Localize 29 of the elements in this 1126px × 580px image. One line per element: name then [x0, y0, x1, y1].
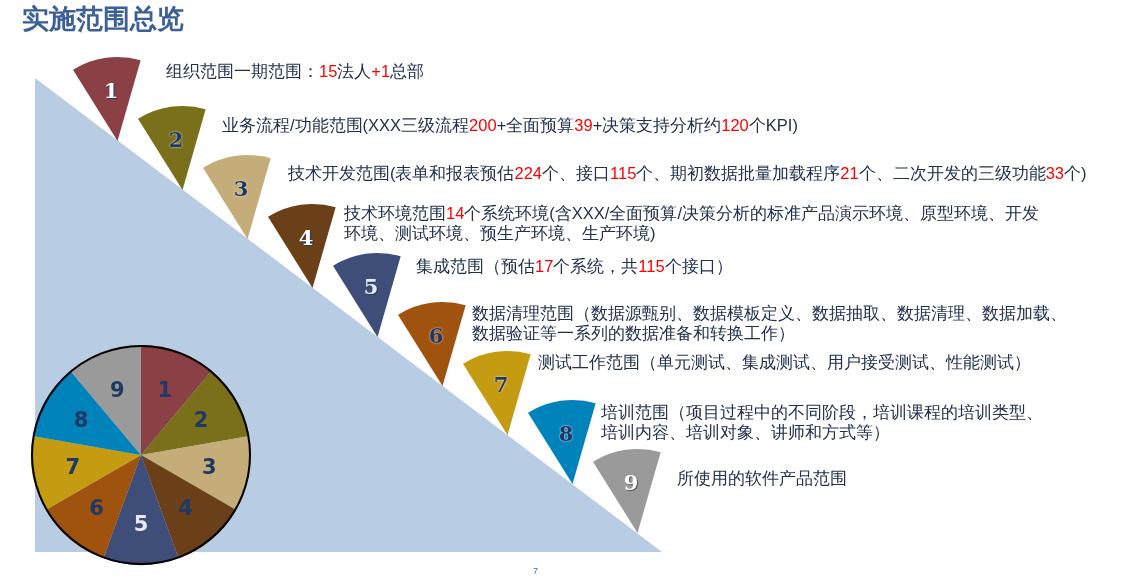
category-label: 2: [193, 408, 209, 433]
scope-description: 所使用的软件产品范围: [677, 468, 847, 488]
scope-description: 业务流程/功能范围(XXX三级流程200+全面预算39+决策支持分析约120个KPI): [222, 115, 798, 135]
category-label: 6: [89, 496, 104, 521]
step-number: 9: [623, 471, 639, 496]
scope-description: 测试工作范围（单元测试、集成测试、用户接受测试、性能测试）: [538, 352, 1031, 372]
page-number: 7: [533, 566, 538, 577]
category-label: 7: [65, 455, 81, 480]
scope-description: 集成范围（预估17个系统，共115个接口）: [416, 256, 733, 276]
scope-description: 组织范围一期范围：15法人+1总部: [166, 61, 425, 81]
page-title: 实施范围总览: [22, 3, 184, 36]
scope-description: 培训范围（项目过程中的不同阶段，培训课程的培训类型、培训内容、培训对象、讲师和方式等）: [601, 402, 1044, 442]
category-label: 1: [157, 377, 172, 402]
scope-description: 技术环境范围14个系统环境(含XXX/全面预算/决策分析的标准产品演示环境、原型环境、开发环境、测试环境、预生产环境、生产环境): [344, 203, 1041, 243]
step-number: 2: [168, 128, 184, 153]
category-label: 4: [178, 496, 193, 521]
step-number: 5: [363, 275, 379, 300]
scope-description: 技术开发范围(表单和报表预估224个、接口115个、期初数据批量加载程序21个、二次开发的三级功能33个): [288, 163, 1087, 183]
step-number: 3: [233, 177, 249, 202]
step-number: 7: [493, 373, 509, 398]
scope-description: 数据清理范围（数据源甄别、数据模板定义、数据抽取、数据清理、数据加载、数据验证等一系列的数据准备和转换工作）: [472, 303, 1068, 343]
step-number: 4: [298, 226, 314, 251]
category-label: 5: [133, 512, 149, 537]
category-label: 8: [73, 408, 89, 433]
step-number: 8: [558, 422, 574, 447]
category-label: 3: [201, 455, 217, 480]
category-label: 9: [110, 377, 125, 402]
step-number: 1: [103, 79, 119, 104]
step-number: 6: [428, 324, 444, 349]
